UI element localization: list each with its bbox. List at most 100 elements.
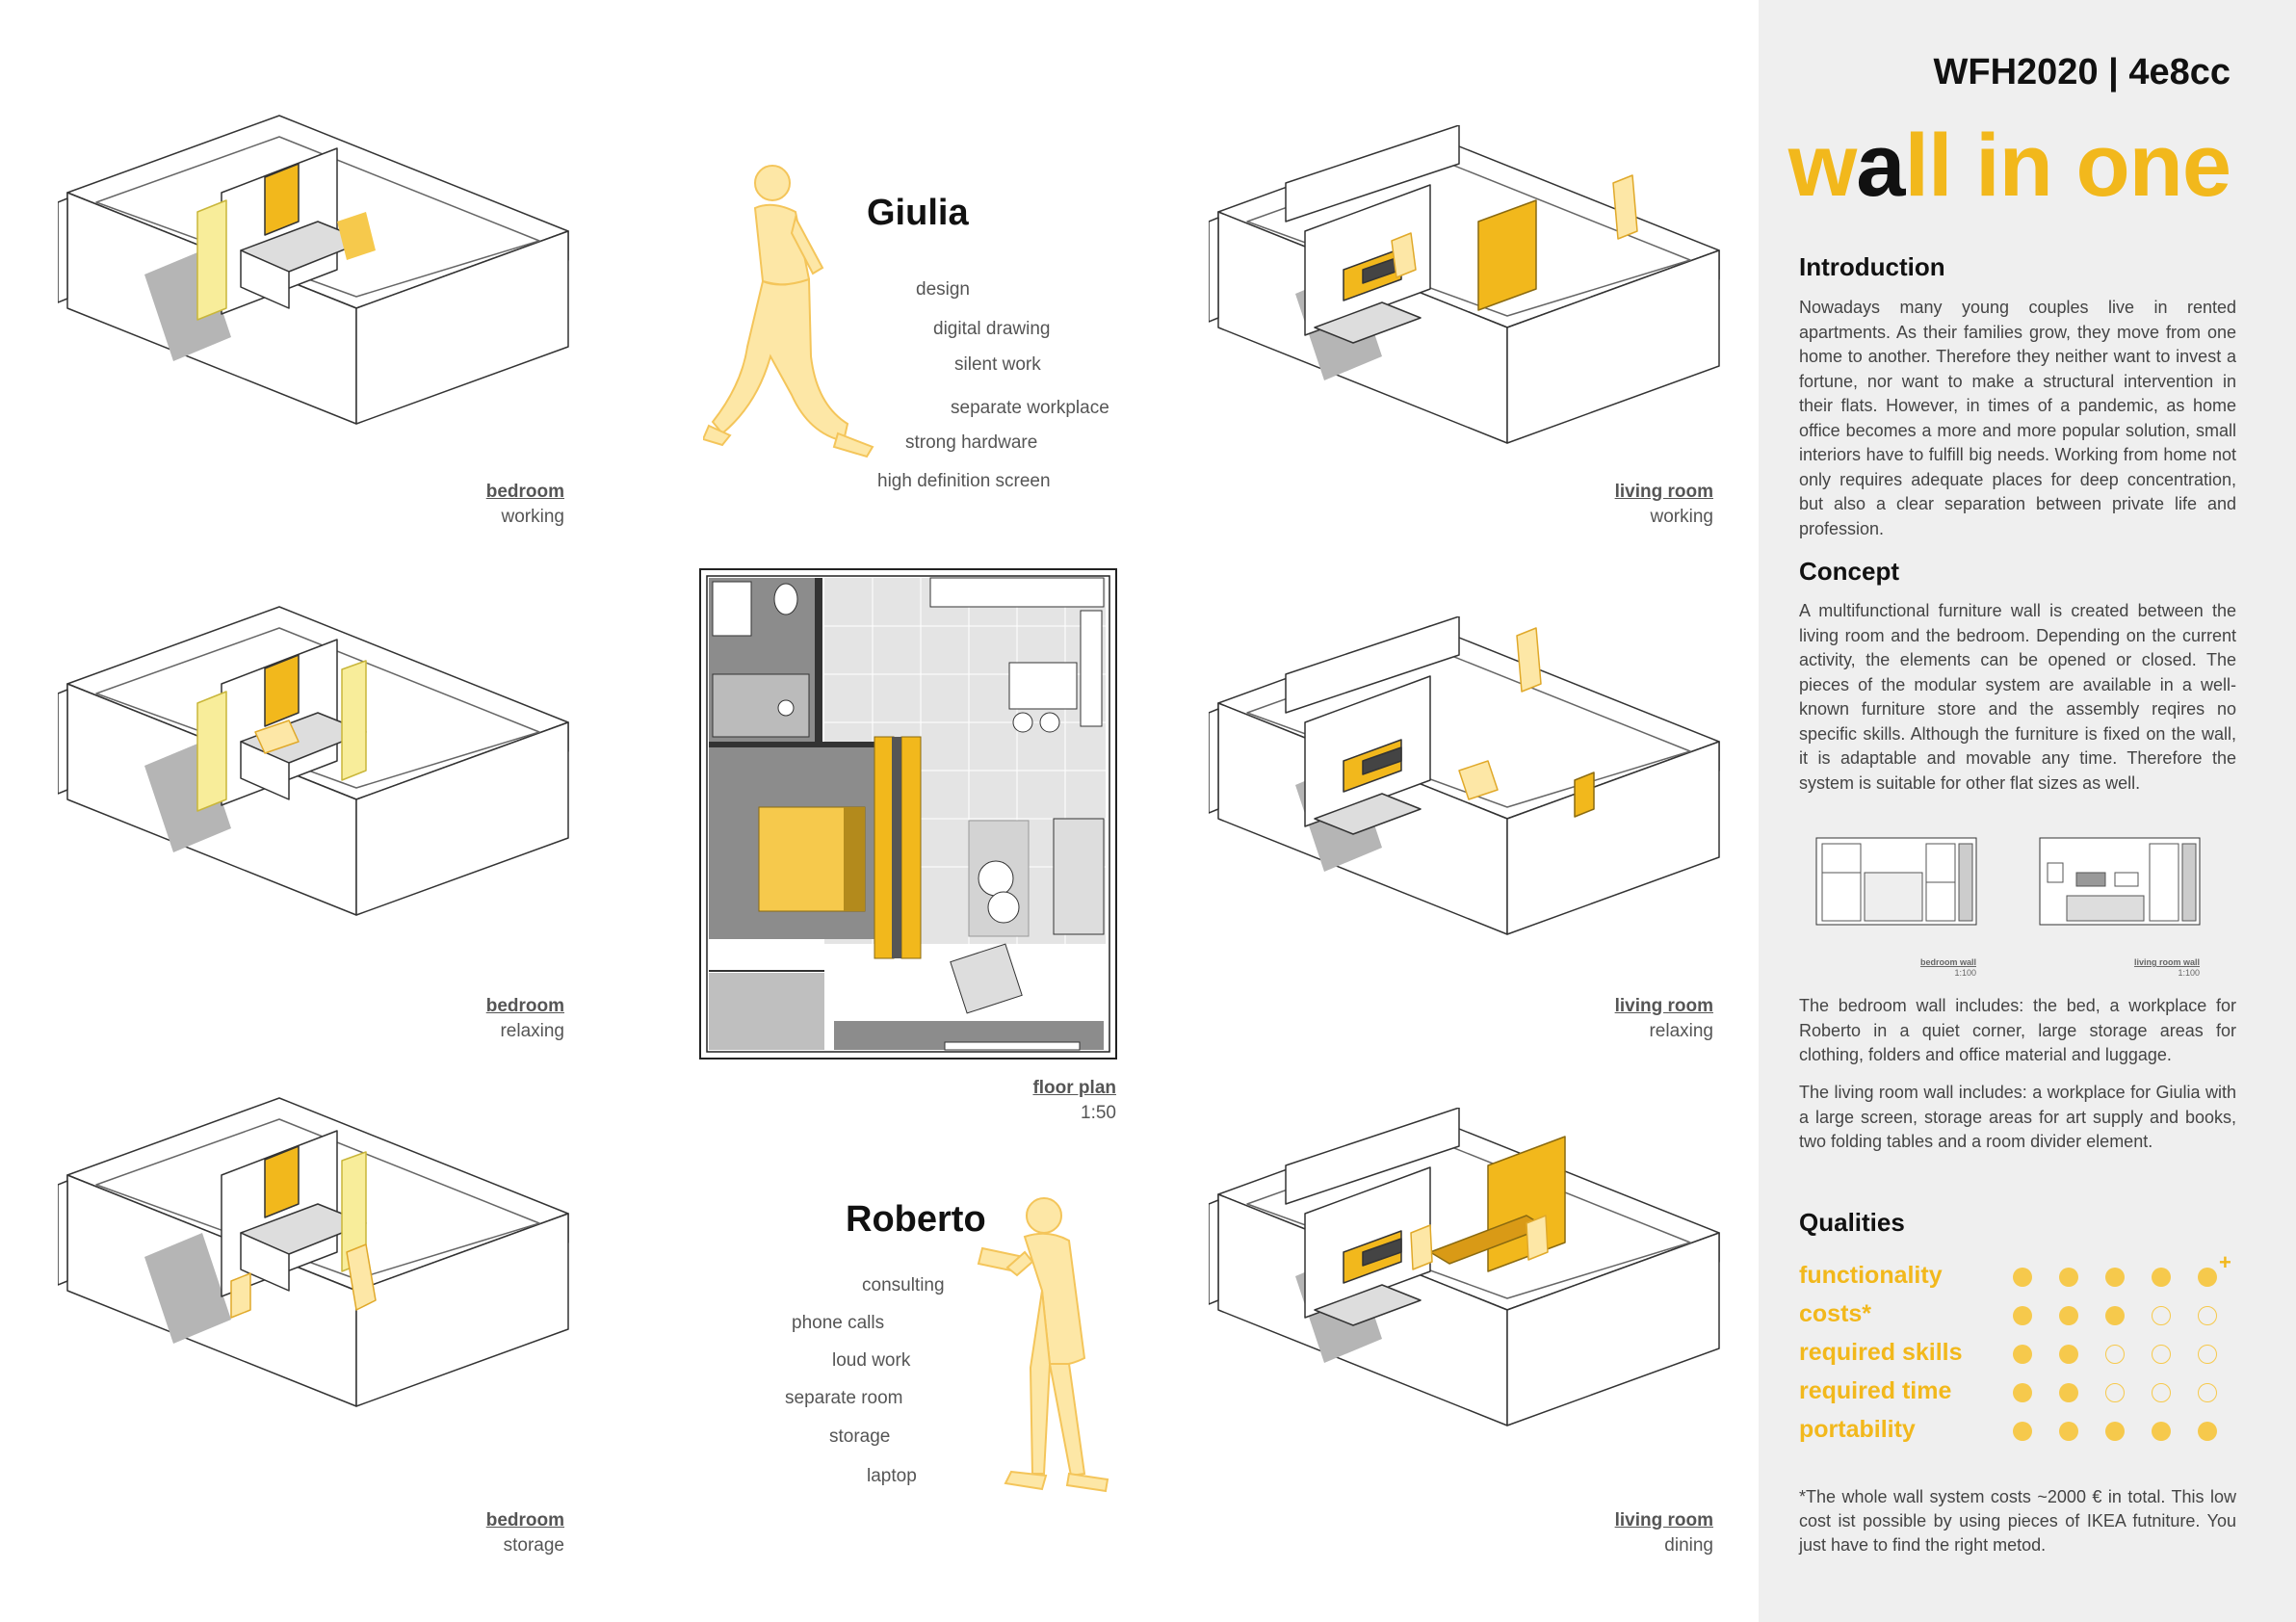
- persona-figure: [346, 1243, 377, 1311]
- caption-title: bedroom: [485, 482, 564, 502]
- rating-dot-filled: [2198, 1268, 2217, 1287]
- roberto-keyword: storage: [829, 1426, 891, 1447]
- curtain: [196, 199, 227, 321]
- side-wall: [355, 230, 569, 425]
- quality-row: costs*: [1799, 1300, 2242, 1329]
- rating-dot-filled: [2059, 1383, 2078, 1402]
- quality-row: required time: [1799, 1377, 2242, 1406]
- introduction-text: Nowadays many young couples live in rent…: [1799, 298, 2236, 538]
- cost-footnote: *The whole wall system costs ~2000 € in …: [1799, 1487, 2236, 1555]
- living-room-wall-label: living room wall 1:100: [2080, 957, 2200, 979]
- quality-label: required time: [1799, 1377, 1952, 1404]
- bedroom-wall-elevation: [1815, 837, 1977, 926]
- caption-subtitle: dining: [1664, 1535, 1713, 1556]
- side-wall: [1506, 1232, 1720, 1426]
- persona-figure: [1516, 627, 1542, 693]
- rating-dot-filled: [2013, 1268, 2032, 1287]
- iso-view-bedroom-storage: [58, 1097, 569, 1407]
- stool: [1574, 772, 1595, 818]
- caption-title: floor plan: [1032, 1078, 1116, 1098]
- quality-row: functionality +: [1799, 1250, 2242, 1291]
- iso-view-bedroom-working: [58, 115, 569, 425]
- rating-dot-filled: [2059, 1306, 2078, 1325]
- rating-dot-filled: [2152, 1422, 2171, 1441]
- sofa: [1314, 1284, 1422, 1326]
- caption-living-relaxing: living room relaxing: [1615, 994, 1713, 1044]
- rating-plus-icon: +: [2219, 1250, 2231, 1274]
- bed-side: [240, 249, 290, 309]
- caption-subtitle: relaxing: [1649, 1021, 1713, 1041]
- project-title: wall in one: [1788, 116, 2231, 217]
- rating-dot-empty: [2152, 1345, 2171, 1364]
- furniture-wall: [1304, 675, 1431, 827]
- persona-figure: [1458, 760, 1499, 800]
- caption-subtitle: storage: [503, 1535, 564, 1556]
- floor-plan-drawing: [699, 568, 1117, 1060]
- elevation-scale: 1:100: [1954, 968, 1976, 978]
- caption-title: living room: [1614, 996, 1713, 1016]
- rating-dot-filled: [2059, 1268, 2078, 1287]
- balcony-rail: [58, 1180, 68, 1286]
- caption-title: bedroom: [485, 1510, 564, 1530]
- rating-dot-filled: [2013, 1306, 2032, 1325]
- iso-view-living-relaxing: [1209, 616, 1720, 935]
- elevation-title: bedroom wall: [1919, 957, 1976, 967]
- quality-label: required skills: [1799, 1339, 1963, 1366]
- curtain: [341, 660, 367, 781]
- giulia-keyword: design: [916, 279, 970, 300]
- balcony-rail: [58, 689, 68, 795]
- introduction-heading: Introduction: [1799, 252, 1945, 281]
- rating-dot-filled: [2152, 1268, 2171, 1287]
- giulia-figure-illustration: [703, 165, 874, 458]
- persona-figure: [1410, 1224, 1433, 1270]
- sofa: [1314, 301, 1422, 344]
- shadow: [144, 1233, 231, 1344]
- roberto-figure-illustration: [977, 1197, 1109, 1493]
- quality-label: functionality: [1799, 1262, 1943, 1289]
- rating-dot-filled: [2105, 1422, 2125, 1441]
- roberto-keyword: separate room: [785, 1388, 903, 1408]
- qualities-heading: Qualities: [1799, 1208, 1905, 1237]
- side-wall: [355, 1213, 569, 1407]
- living-room-wall-elevation: [2039, 837, 2201, 926]
- persona-figure: [230, 1272, 251, 1319]
- title-part: w: [1787, 117, 1858, 215]
- screen: [1362, 746, 1402, 775]
- roberto-keyword: consulting: [862, 1275, 945, 1295]
- roberto-keyword: phone calls: [792, 1313, 885, 1333]
- rating-dot-empty: [2152, 1383, 2171, 1402]
- giulia-keyword: digital drawing: [933, 319, 1051, 339]
- rating-dot-empty: [2105, 1345, 2125, 1364]
- persona-name-giulia: Giulia: [867, 193, 969, 233]
- elevation-title: living room wall: [2133, 957, 2200, 967]
- giulia-keyword: separate workplace: [951, 398, 1109, 418]
- rating-dot-empty: [2152, 1306, 2171, 1325]
- title-part: ll in one: [1904, 117, 2231, 215]
- balcony-rail: [1209, 708, 1219, 814]
- screen: [1362, 1238, 1402, 1267]
- caption-bedroom-working: bedroom working: [486, 480, 564, 530]
- rating-dot-filled: [2198, 1422, 2217, 1441]
- caption-bedroom-relaxing: bedroom relaxing: [486, 994, 564, 1044]
- bedroom-wall-text: The bedroom wall includes: the bed, a wo…: [1799, 996, 2236, 1064]
- back-wall: [1285, 1108, 1460, 1205]
- roberto-keyword: loud work: [832, 1350, 911, 1371]
- rating-dot-filled: [2059, 1345, 2078, 1364]
- roberto-keyword: laptop: [867, 1466, 917, 1486]
- caption-title: living room: [1614, 1510, 1713, 1530]
- persona-figure: [1526, 1215, 1549, 1261]
- furniture-accent: [264, 163, 300, 236]
- persona-name-roberto: Roberto: [846, 1199, 986, 1240]
- caption-title: bedroom: [485, 996, 564, 1016]
- back-wall: [1285, 616, 1460, 714]
- rating-dot-filled: [2105, 1268, 2125, 1287]
- caption-subtitle: 1:50: [1081, 1103, 1116, 1123]
- caption-subtitle: relaxing: [500, 1021, 564, 1041]
- rating-dot-empty: [2198, 1383, 2217, 1402]
- quality-row: portability: [1799, 1416, 2242, 1445]
- side-wall: [355, 721, 569, 916]
- rating-dot-filled: [2013, 1345, 2032, 1364]
- furniture-wall: [1304, 184, 1431, 336]
- room-divider: [1477, 199, 1537, 311]
- furniture-accent: [264, 1145, 300, 1218]
